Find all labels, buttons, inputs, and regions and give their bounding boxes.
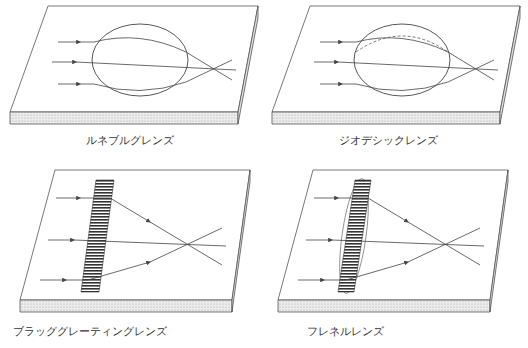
slab-front (278, 300, 490, 312)
slab-front (10, 112, 238, 124)
bragg-grating (81, 180, 114, 292)
rays (52, 38, 236, 91)
lens-caption: ルネブルグレンズ (86, 134, 174, 147)
slab-front (272, 112, 500, 124)
slab (20, 170, 250, 300)
geodesic-lens (354, 24, 450, 96)
slab-side (490, 170, 508, 312)
rays (40, 198, 226, 280)
lens-caption: フレネルレンズ (307, 325, 384, 338)
slab (272, 6, 520, 112)
slab-side (232, 170, 250, 312)
slab-side (500, 6, 520, 124)
slab (278, 170, 508, 300)
lens-caption: ジオデシックレンズ (339, 134, 438, 147)
fresnel-zones (338, 180, 371, 292)
slab-side (238, 6, 258, 124)
luneburg-lens (92, 24, 188, 96)
lens-caption: ブラッググレーティングレンズ (13, 325, 167, 338)
slab (10, 6, 258, 112)
rays (298, 198, 484, 280)
slab-front (20, 300, 232, 312)
rays (314, 38, 498, 91)
